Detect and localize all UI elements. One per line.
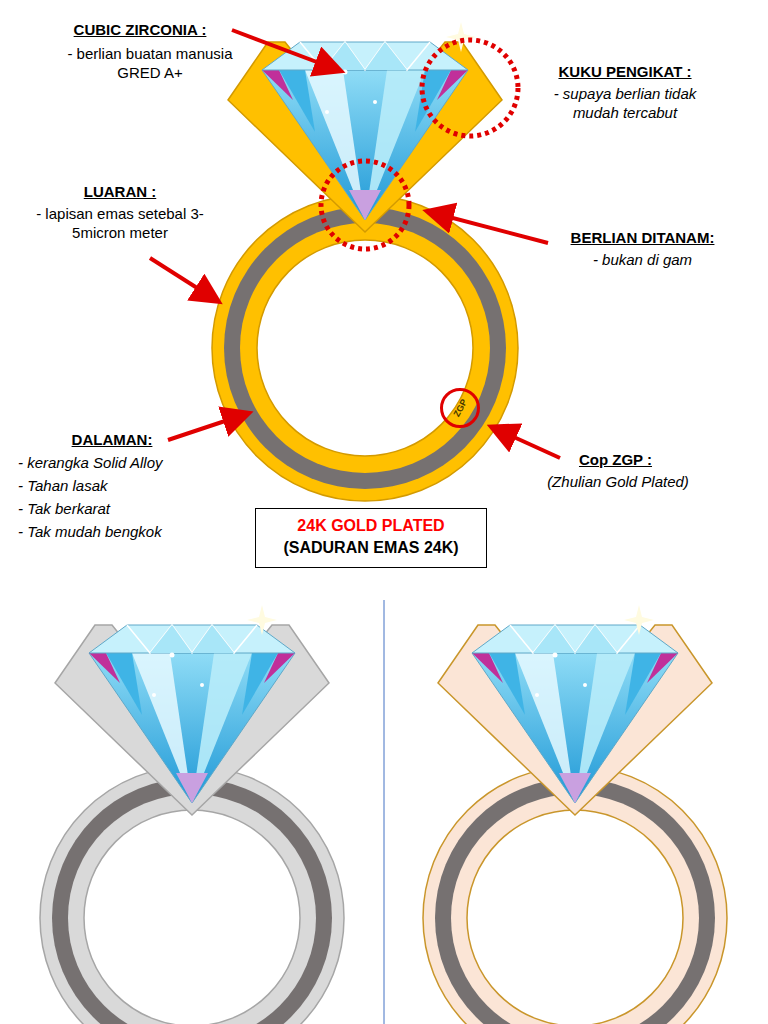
prong-highlight <box>422 40 518 136</box>
part-heading: CUBIC ZIRCONIA : <box>30 20 250 39</box>
stamp-text: ZGP <box>451 397 469 418</box>
feature-item: - Tak mudah bengkok <box>18 522 248 541</box>
silver-ring <box>40 605 344 1024</box>
gold-ring <box>212 22 518 501</box>
feature-item: - Tak berkarat <box>18 499 248 518</box>
part-note: - bukan di gam <box>545 250 740 269</box>
setting-highlight <box>321 161 409 249</box>
feature-item: - kerangka Solid Alloy <box>18 453 248 472</box>
part-heading: BERLIAN DITANAM: <box>545 228 740 247</box>
divider-line <box>384 600 385 1024</box>
feature-item: - Tahan lasak <box>18 476 248 495</box>
box-text: (SADURAN EMAS 24K) <box>266 537 476 559</box>
part-note: (Zhulian Gold Plated) <box>518 472 718 491</box>
rose-ring <box>423 605 727 1024</box>
part-note: - supaya berlian tidak mudah tercabut <box>532 84 718 122</box>
part-note: - lapisan emas setebal 3-5micron meter <box>20 204 220 242</box>
part-heading: LUARAN : <box>20 182 220 201</box>
part-heading: DALAMAN: <box>52 430 172 449</box>
box-text: 24K GOLD PLATED <box>266 515 476 537</box>
plating-box: 24K GOLD PLATED(SADURAN EMAS 24K) <box>255 508 487 568</box>
stamp-circle: ZGP <box>440 388 480 428</box>
part-note: - berlian buatan manusia GRED A+ <box>55 44 245 82</box>
part-heading: KUKU PENGIKAT : <box>530 62 720 81</box>
leader-arrows <box>150 30 560 458</box>
part-heading: Cop ZGP : <box>528 450 703 469</box>
